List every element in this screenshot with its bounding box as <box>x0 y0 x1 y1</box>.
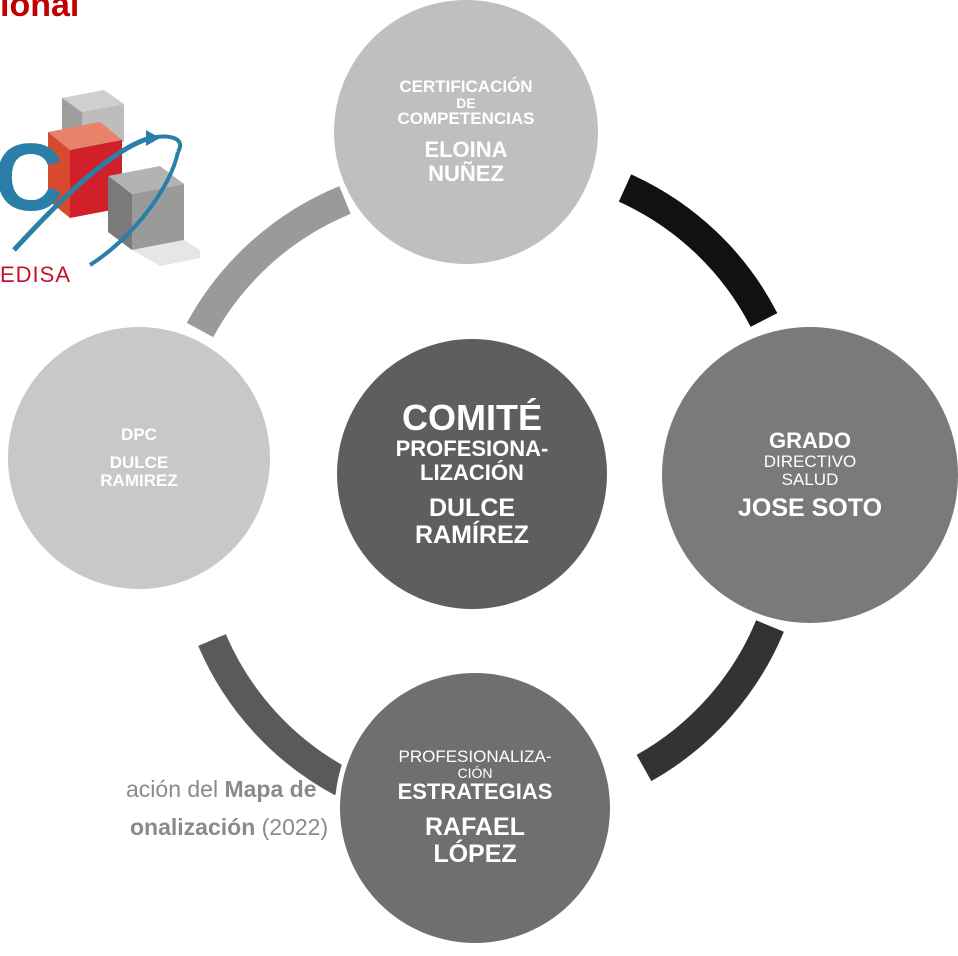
node-top-name2: NUÑEZ <box>428 161 504 186</box>
node-comite-profesionalizacion: COMITÉ PROFESIONA- LIZACIÓN DULCE RAMÍRE… <box>337 339 607 609</box>
node-top-line3: COMPETENCIAS <box>397 109 535 128</box>
node-top-line2: DE <box>456 95 476 111</box>
connector-arc-top-right <box>618 174 778 328</box>
footnote-line2: onalización (2022) <box>130 814 328 841</box>
footnote-line2-bold: onalización <box>130 814 256 840</box>
node-center-line1: COMITÉ <box>402 397 542 438</box>
node-bottom-name2: LÓPEZ <box>433 840 517 868</box>
node-bottom-line3: ESTRATEGIAS <box>397 779 553 804</box>
node-left-name1: DULCE <box>109 453 169 472</box>
node-left-line1: DPC <box>121 425 157 444</box>
node-center-name1: DULCE <box>428 494 516 522</box>
connector-arc-right-bottom <box>636 620 784 782</box>
slide-title: ional <box>0 0 80 24</box>
footnote-line1-bold: Mapa de <box>224 776 317 802</box>
footnote-line1-prefix: ación del <box>126 776 225 802</box>
node-bottom-line2: CIÓN <box>457 765 493 781</box>
footnote-line2-suffix: (2022) <box>255 814 329 840</box>
node-center-name2: RAMÍREZ <box>415 521 529 549</box>
node-right-name: JOSE SOTO <box>737 493 883 522</box>
node-right-line1: GRADO <box>769 427 851 453</box>
node-top-name1: ELOINA <box>424 137 508 162</box>
connector-arc-bottom-left <box>198 633 350 796</box>
organization-logo: C <box>0 90 200 267</box>
node-bottom-line1: PROFESIONALIZA- <box>398 747 552 766</box>
node-right-line3: SALUD <box>781 469 839 489</box>
footnote-line1: ación del Mapa de <box>126 776 317 803</box>
node-grado-directivo-salud: GRADO DIRECTIVO SALUD JOSE SOTO <box>662 327 958 623</box>
node-center-line2: PROFESIONA- <box>395 436 549 461</box>
node-right-line2: DIRECTIVO <box>763 451 857 471</box>
node-profesionalizacion-estrategias: PROFESIONALIZA- CIÓN ESTRATEGIAS RAFAEL … <box>340 673 610 943</box>
logo-org-text: EDISA <box>0 262 72 287</box>
node-center-line3: LIZACIÓN <box>420 460 524 485</box>
node-top-line1: CERTIFICACIÓN <box>399 77 533 96</box>
node-dpc: DPC DULCE RAMIREZ <box>8 327 270 589</box>
node-certificacion-competencias: CERTIFICACIÓN DE COMPETENCIAS ELOINA NUÑ… <box>334 0 598 264</box>
node-left-name2: RAMIREZ <box>100 471 178 490</box>
logo-letter: C <box>0 124 63 231</box>
node-bottom-name1: RAFAEL <box>425 813 525 841</box>
connector-arc-left-top <box>186 186 351 338</box>
